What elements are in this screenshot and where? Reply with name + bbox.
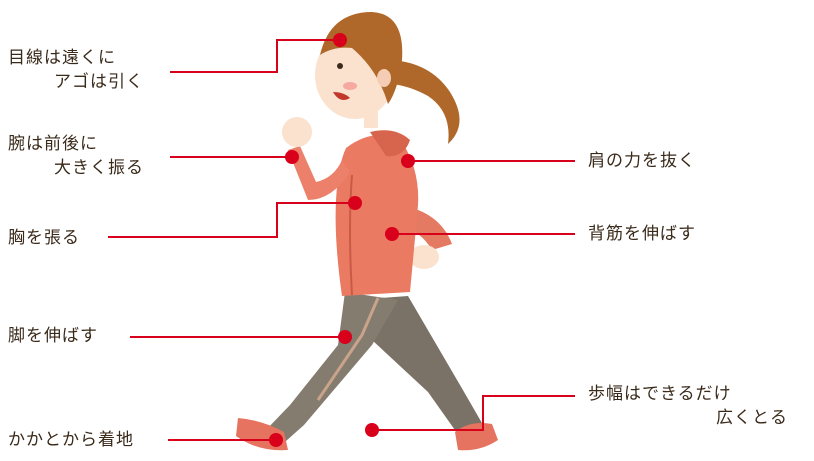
label-chest: 胸を張る [8, 226, 80, 250]
marker-dot-legs [338, 330, 352, 344]
label-arms: 腕は前後に 大きく振る [8, 132, 144, 180]
marker-dot-chest [348, 196, 362, 210]
label-heel-line1: かかとから着地 [8, 428, 134, 452]
neck [364, 110, 378, 128]
front-leg [264, 292, 398, 441]
label-stride-line2: 広くとる [588, 406, 788, 430]
label-shoulders-line1: 肩の力を抜く [588, 149, 696, 173]
label-legs: 脚を伸ばす [8, 324, 98, 348]
label-back: 背筋を伸ばす [588, 222, 696, 246]
marker-dot-arms [285, 150, 299, 164]
leader-line-chest [108, 203, 355, 237]
marker-dot-heel [269, 433, 283, 447]
label-eyes-line2: アゴは引く [8, 70, 144, 94]
label-stride-line1: 歩幅はできるだけ [588, 382, 788, 406]
hair-ponytail [390, 60, 460, 144]
label-eyes: 目線は遠くに アゴは引く [8, 46, 144, 94]
cheek [343, 82, 357, 90]
marker-dot-stride [365, 423, 379, 437]
ear [377, 69, 391, 87]
front-fist [282, 117, 312, 147]
label-legs-line1: 脚を伸ばす [8, 324, 98, 348]
marker-dot-shoulders [401, 154, 415, 168]
marker-dot-back [385, 227, 399, 241]
leader-line-eyes [170, 40, 340, 72]
eye [337, 63, 343, 69]
label-chest-line1: 胸を張る [8, 226, 80, 250]
label-eyes-line1: 目線は遠くに [8, 46, 144, 70]
marker-dot-eyes [333, 33, 347, 47]
label-stride: 歩幅はできるだけ 広くとる [588, 382, 788, 430]
label-shoulders: 肩の力を抜く [588, 149, 696, 173]
label-arms-line1: 腕は前後に [8, 132, 144, 156]
label-back-line1: 背筋を伸ばす [588, 222, 696, 246]
label-arms-line2: 大きく振る [8, 156, 144, 180]
label-heel: かかとから着地 [8, 428, 134, 452]
